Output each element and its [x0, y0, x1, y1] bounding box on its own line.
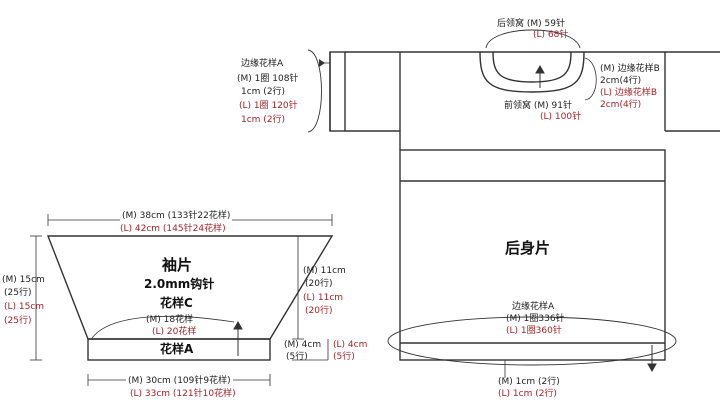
hem-m: (M) 1圈336针	[506, 314, 565, 324]
hem-height-l: (L) 1cm (2行)	[498, 389, 557, 399]
sleeve-left-m: (M) 15cm	[2, 275, 45, 285]
direction-arrow	[535, 64, 545, 74]
hem-l: (L) 1圈360针	[506, 326, 562, 336]
neck-border-l: (L) 边缘花样B	[600, 88, 658, 98]
hem-title: 边缘花样A	[512, 302, 555, 312]
sleeve-band-l: (L) 4cm	[333, 340, 368, 350]
sleeve-outline	[46, 235, 334, 361]
neck-border-l-height: 2cm(4行)	[600, 100, 642, 110]
back-body-outline	[329, 51, 720, 361]
neck-border-inner	[492, 51, 572, 83]
sleeve-title: 袖片	[162, 256, 193, 274]
sleeve-bottom-l: (L) 33cm (121针10花样)	[130, 389, 236, 399]
sleeve-right-l: (L) 11cm	[303, 293, 344, 303]
sleeve-top-m: (M) 38cm (133针22花样)	[120, 211, 233, 221]
sleeve-motif-l: (L) 20花样	[152, 327, 197, 337]
sleeve-band-rect	[87, 338, 271, 361]
back-neck-m: 后领窝 (M) 59针	[497, 19, 565, 29]
hem-arrow	[647, 363, 657, 373]
sleeve-left-l: (L) 15cm	[4, 302, 45, 312]
sleeve-band-label: 花样A	[160, 342, 194, 356]
sleeve-bottom-m: (M) 30cm (109针9花样)	[126, 376, 233, 386]
sleeve-right-m: (M) 11cm	[303, 266, 346, 276]
hem-ellipse	[387, 316, 677, 366]
neck-border-m-height: 2cm(4行)	[600, 76, 642, 86]
sleeve-top-l: (L) 42cm (145针24花样)	[120, 224, 226, 234]
sleeve-right-m-rows: (20行)	[305, 279, 333, 289]
sleeve-left-l-rows: (25行)	[4, 316, 32, 326]
cuff-l: (L) 1圈 120针	[239, 101, 298, 111]
front-neck-m: 前领窝 (M) 91针	[504, 101, 572, 111]
sleeve-band-l-rows: (5行)	[333, 352, 355, 362]
sleeve-hook: 2.0mm钩针	[144, 277, 215, 291]
left-cuff-band	[329, 51, 346, 132]
sleeve-right-l-rows: (20行)	[305, 306, 333, 316]
sleeve-band-m-rows: (5行)	[286, 352, 308, 362]
sleeve-band-m: (M) 4cm	[284, 340, 322, 350]
back-neck-l: (L) 68针	[533, 30, 569, 40]
cuff-l-height: 1cm (2行)	[241, 115, 286, 125]
cuff-m-height: 1cm (2行)	[241, 87, 286, 97]
back-neck-arc	[485, 29, 581, 49]
hem-height-m: (M) 1cm (2行)	[498, 377, 560, 387]
back-body-rect	[399, 149, 666, 361]
cuff-m: (M) 1圈 108针	[237, 74, 299, 84]
front-neck-curve	[479, 51, 585, 93]
sleeve-motif-m: (M) 18花样	[146, 315, 194, 325]
neck-border-m: (M) 边缘花样B	[600, 64, 660, 74]
sleeve-arrow	[233, 320, 243, 330]
sleeve-pattern-c: 花样C	[160, 296, 193, 310]
sleeve-left-m-rows: (25行)	[4, 288, 32, 298]
cuff-title: 边缘花样A	[241, 59, 284, 69]
back-piece-title: 后身片	[505, 239, 551, 257]
front-neck-l: (L) 100针	[540, 112, 582, 122]
